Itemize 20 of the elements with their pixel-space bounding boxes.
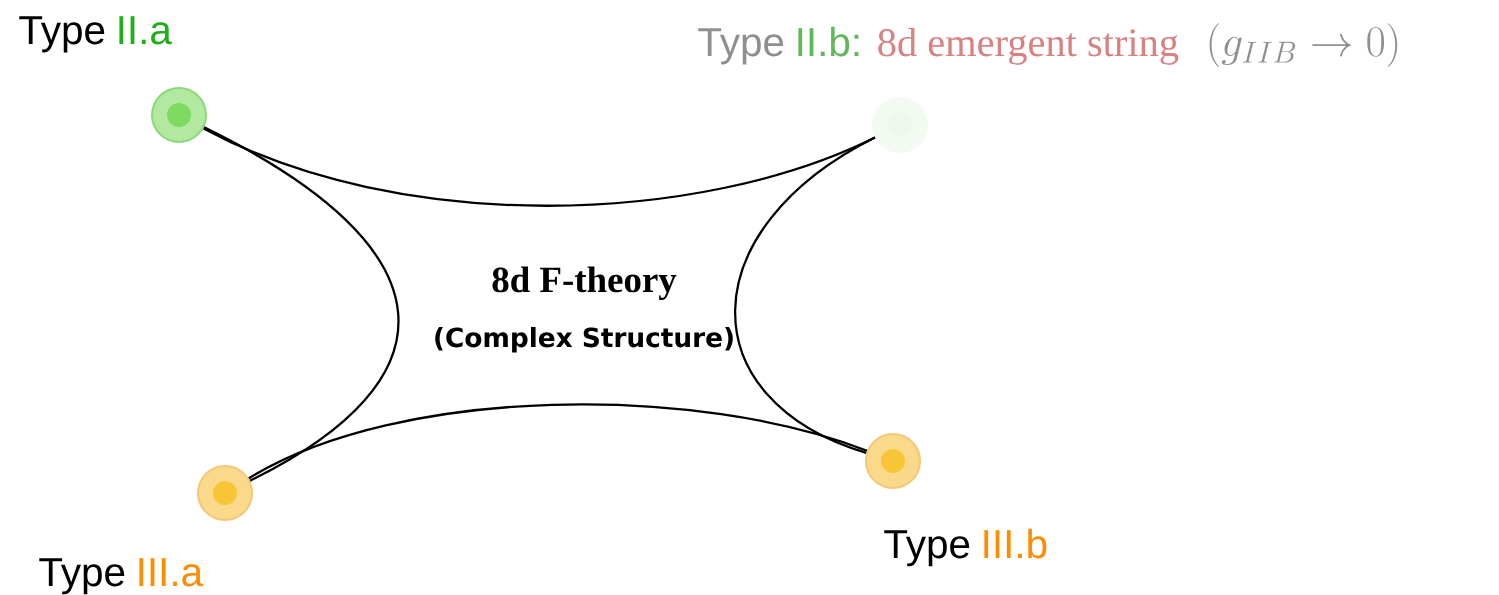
point-marker <box>150 86 208 144</box>
point-marker <box>871 96 929 154</box>
curve <box>203 126 399 482</box>
point-label: Type <box>39 558 125 595</box>
point-label: III.a <box>139 558 204 587</box>
point-marker <box>864 432 922 490</box>
point-label: Type <box>19 16 105 53</box>
point-label: II.b: <box>798 26 859 57</box>
curve <box>248 403 868 480</box>
point-label: III.b <box>984 528 1047 559</box>
point-marker <box>196 464 254 522</box>
point-label: $(g_{IIB} \to 0)$ <box>1209 23 1398 67</box>
center-title: 8d F-theory <box>492 266 677 300</box>
point-label: Type <box>884 530 970 567</box>
curve <box>203 127 876 207</box>
curve <box>734 136 876 454</box>
point-label: II.a <box>119 16 172 45</box>
point-label: 8d emergent string <box>878 27 1179 65</box>
point-label: Type <box>698 28 784 65</box>
center-subtitle: (Complex Structure) <box>435 327 733 353</box>
